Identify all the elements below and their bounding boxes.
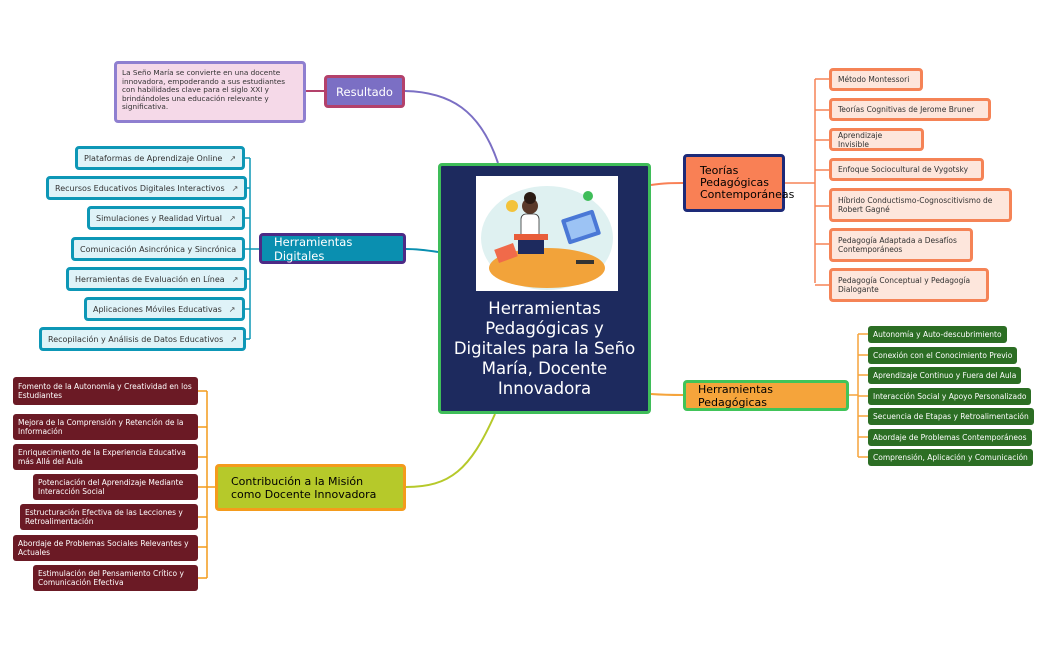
pedagogica-item[interactable]: Conexión con el Conocimiento Previo [868, 347, 1018, 364]
external-link-icon[interactable]: ↗ [228, 304, 236, 314]
contribucion-item[interactable]: Enriquecimiento de la Experiencia Educat… [13, 444, 198, 470]
digital-item-label: Aplicaciones Móviles Educativas [93, 304, 222, 314]
branch-resultado-label: Resultado [336, 84, 393, 99]
teoria-item[interactable]: Pedagogía Conceptual y Pedagogía Dialoga… [829, 268, 989, 302]
teoria-item[interactable]: Aprendizaje Invisible [829, 128, 924, 151]
teoria-item[interactable]: Pedagogía Adaptada a Desafíos Contemporá… [829, 228, 973, 262]
digital-item[interactable]: Comunicación Asincrónica y Sincrónica [71, 237, 246, 261]
digital-item[interactable]: Simulaciones y Realidad Virtual ↗ [87, 206, 245, 230]
digital-item[interactable]: Herramientas de Evaluación en Línea ↗ [66, 267, 248, 291]
digital-item-label: Recursos Educativos Digitales Interactiv… [55, 183, 225, 193]
teacher-laptop-illustration-icon [476, 176, 618, 291]
digital-item-label: Simulaciones y Realidad Virtual [96, 213, 222, 223]
resultado-note: La Seño María se convierte en una docent… [114, 61, 306, 123]
branch-teorias-label: Teorías Pedagógicas Contemporáneas [700, 164, 795, 201]
digital-item[interactable]: Recursos Educativos Digitales Interactiv… [46, 176, 248, 200]
external-link-icon[interactable]: ↗ [229, 213, 236, 223]
branch-herramientas-digitales[interactable]: Herramientas Digitales [259, 233, 406, 264]
digital-item-label: Comunicación Asincrónica y Sincrónica [80, 244, 237, 254]
digital-item[interactable]: Aplicaciones Móviles Educativas ↗ [84, 297, 245, 321]
contribucion-item[interactable]: Estimulación del Pensamiento Crítico y C… [33, 565, 198, 591]
external-link-icon[interactable]: ↗ [229, 153, 237, 163]
digital-item-label: Plataformas de Aprendizaje Online [84, 153, 223, 163]
central-topic[interactable]: Herramientas Pedagógicas y Digitales par… [438, 163, 651, 414]
pedagogica-item[interactable]: Abordaje de Problemas Contemporáneos [868, 429, 1032, 446]
branch-herramientas-digitales-label: Herramientas Digitales [274, 234, 353, 263]
contribucion-item[interactable]: Potenciación del Aprendizaje Mediante In… [33, 474, 198, 500]
external-link-icon[interactable]: ↗ [230, 334, 237, 344]
branch-herramientas-pedagogicas[interactable]: Herramientas Pedagógicas [683, 380, 849, 411]
pedagogica-item[interactable]: Autonomía y Auto-descubrimiento [868, 326, 1007, 343]
branch-herramientas-pedagogicas-label: Herramientas Pedagógicas [698, 382, 773, 409]
digital-item[interactable]: Plataformas de Aprendizaje Online ↗ [75, 146, 246, 170]
branch-contribucion-label: Contribución a la Misión como Docente In… [231, 474, 377, 501]
teoria-item[interactable]: Teorías Cognitivas de Jerome Bruner [829, 98, 991, 121]
pedagogica-item[interactable]: Secuencia de Etapas y Retroalimentación [868, 408, 1034, 425]
teoria-item[interactable]: Método Montessori [829, 68, 923, 91]
branch-resultado[interactable]: Resultado [324, 75, 405, 108]
pedagogica-item[interactable]: Interacción Social y Apoyo Personalizado [868, 388, 1032, 405]
pedagogica-item[interactable]: Comprensión, Aplicación y Comunicación [868, 449, 1033, 466]
external-link-icon[interactable]: ↗ [231, 274, 239, 284]
contribucion-item[interactable]: Mejora de la Comprensión y Retención de … [13, 414, 198, 440]
teoria-item[interactable]: Enfoque Sociocultural de Vygotsky [829, 158, 984, 181]
digital-item-label: Recopilación y Análisis de Datos Educati… [48, 334, 224, 344]
digital-item[interactable]: Recopilación y Análisis de Datos Educati… [39, 327, 246, 351]
contribucion-item[interactable]: Fomento de la Autonomía y Creatividad en… [13, 377, 198, 405]
external-link-icon[interactable]: ↗ [231, 183, 239, 193]
contribucion-item[interactable]: Abordaje de Problemas Sociales Relevante… [13, 535, 198, 561]
pedagogica-item[interactable]: Aprendizaje Continuo y Fuera del Aula [868, 367, 1022, 384]
teoria-item[interactable]: Híbrido Conductismo-Cognoscitivismo de R… [829, 188, 1012, 222]
central-title: Herramientas Pedagógicas y Digitales par… [453, 299, 636, 398]
digital-item-label: Herramientas de Evaluación en Línea [75, 274, 225, 284]
branch-teorias-pedagogicas[interactable]: Teorías Pedagógicas Contemporáneas [683, 154, 794, 212]
contribucion-item[interactable]: Estructuración Efectiva de las Lecciones… [20, 504, 198, 530]
branch-contribucion[interactable]: Contribución a la Misión como Docente In… [215, 464, 406, 511]
